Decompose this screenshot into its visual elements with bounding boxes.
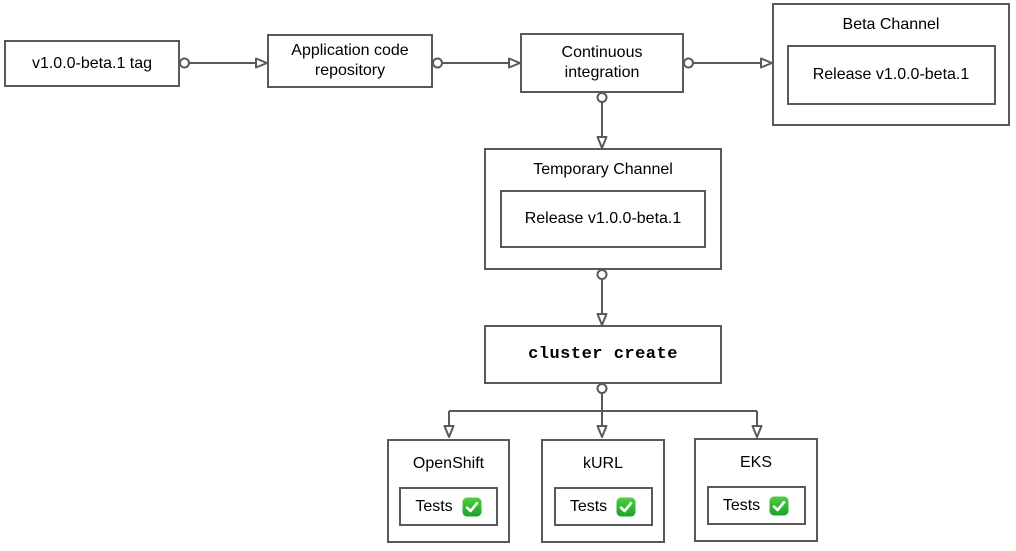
tests-label: Tests: [722, 496, 761, 514]
edge-arrowhead: [596, 313, 608, 326]
node-temporary-channel-release-box: Release v1.0.0-beta.1: [500, 190, 706, 248]
node-continuous-integration: Continuous integration: [520, 33, 684, 93]
edge-arrowhead: [255, 57, 268, 69]
node-temporary-channel-title: Temporary Channel: [533, 161, 673, 178]
edge-arrowhead: [596, 136, 608, 149]
check-mark-icon: [462, 497, 482, 516]
edge-source-dot: [683, 57, 694, 69]
tests-label: Tests: [569, 497, 608, 515]
node-platform-eks-tests-box: Tests: [706, 486, 806, 525]
edge-source-dot: [596, 269, 608, 280]
node-app-code-repository: Application code repository: [267, 34, 433, 88]
node-beta-channel: Beta Channel Release v1.0.0-beta.1: [772, 3, 1010, 126]
tests-label: Tests: [415, 497, 453, 515]
node-platform-openshift-tests-box: Tests: [399, 487, 498, 526]
node-temporary-channel: Temporary Channel Release v1.0.0-beta.1: [484, 148, 722, 270]
edge-arrowhead: [751, 425, 763, 438]
edge-arrowhead: [508, 57, 521, 69]
edge-arrowhead: [443, 425, 455, 438]
node-cluster-create-label: cluster create: [528, 344, 678, 364]
node-cluster-create: cluster create: [484, 325, 722, 384]
check-mark-icon: [616, 497, 636, 516]
node-platform-eks: EKS Tests: [694, 438, 818, 542]
node-platform-openshift: OpenShift Tests: [387, 439, 510, 543]
edge-source-dot: [179, 57, 190, 69]
edge-source-dot: [596, 383, 608, 394]
edge-source-dot: [596, 92, 608, 103]
release-label: Release v1.0.0-beta.1: [812, 66, 970, 83]
node-app-code-repository-label: Application code repository: [291, 42, 409, 79]
node-version-tag-label: v1.0.0-beta.1 tag: [31, 54, 153, 72]
node-continuous-integration-label: Continuous integration: [561, 44, 643, 81]
node-platform-openshift-title: OpenShift: [412, 455, 485, 472]
release-label: Release v1.0.0-beta.1: [524, 210, 682, 227]
node-beta-channel-release-box: Release v1.0.0-beta.1: [786, 45, 996, 105]
edge-arrowhead: [596, 425, 608, 438]
node-platform-kurl-title: kURL: [582, 455, 623, 472]
node-beta-channel-title: Beta Channel: [842, 16, 940, 33]
edge-arrowhead: [760, 57, 773, 69]
node-platform-eks-title: EKS: [739, 454, 772, 471]
node-platform-kurl-tests-box: Tests: [553, 487, 653, 526]
edge-source-dot: [432, 57, 443, 69]
node-version-tag: v1.0.0-beta.1 tag: [4, 40, 180, 87]
check-mark-icon: [769, 496, 789, 515]
node-platform-kurl: kURL Tests: [541, 439, 665, 543]
